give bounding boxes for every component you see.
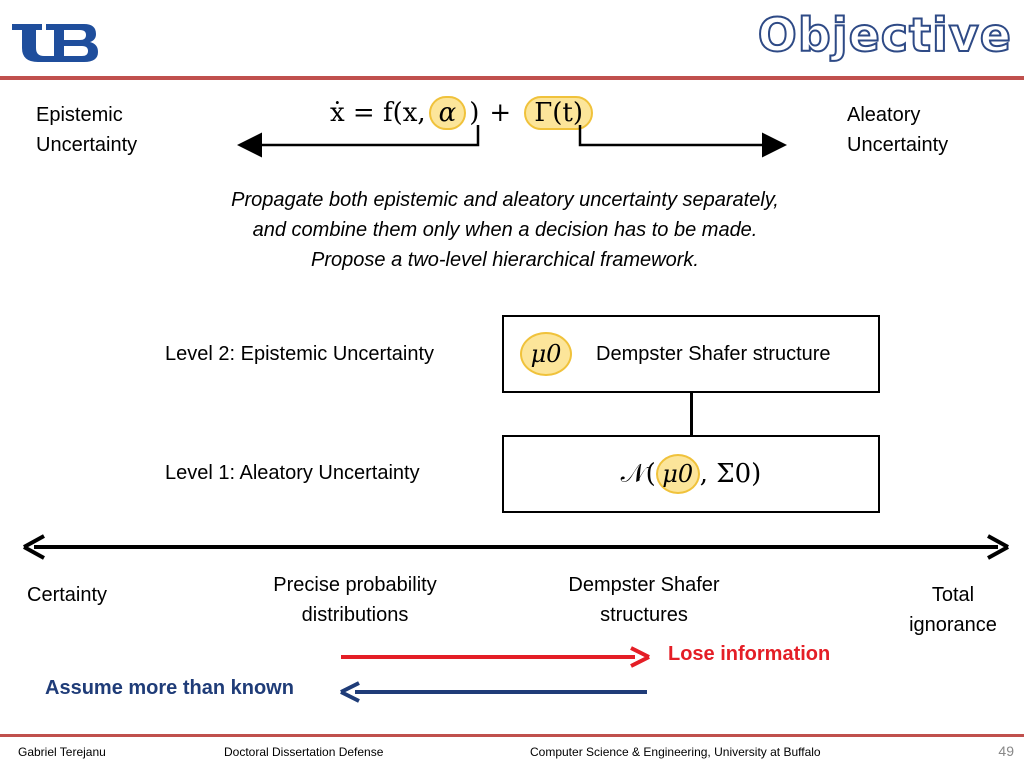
equation-plus: + [489, 98, 512, 128]
dempster-shafer-structure-text: Dempster Shafer structure [596, 343, 831, 365]
information-arrows [340, 646, 650, 703]
footer-event: Doctoral Dissertation Defense [224, 745, 384, 759]
level1-label: Level 1: Aleatory Uncertainty [165, 462, 420, 484]
page-number: 49 [998, 743, 1014, 759]
hierarchy-connector [690, 393, 693, 435]
equation-close-paren: ) [469, 98, 480, 128]
dempster-shafer-label: Dempster Shafer structures [568, 574, 720, 626]
uncertainty-spectrum-axis [23, 534, 1009, 560]
slide-title: Objective [757, 7, 1012, 63]
gamma-highlight: Γ(t) [524, 96, 593, 130]
equation-arrows [237, 125, 787, 158]
footer-divider [0, 734, 1024, 737]
dynamics-equation: ẋ = f(x, α ) + Γ(t) [330, 96, 596, 130]
alpha-highlight: α [428, 96, 467, 130]
mu0-highlight-level1: μ0 [655, 454, 700, 494]
mu0-highlight: μ0 [520, 332, 572, 376]
aleatory-arrow [578, 125, 787, 158]
level2-label: Level 2: Epistemic Uncertainty [165, 343, 435, 365]
total-ignorance-label: Total ignorance [909, 584, 997, 636]
lose-information-text: Lose information [668, 643, 831, 665]
precise-probability-label: Precise probability distributions [273, 574, 437, 626]
level1-box: 𝒩(μ0, Σ0) [502, 435, 880, 513]
objective-statement: Propagate both epistemic and aleatory un… [231, 189, 779, 271]
normal-distribution: 𝒩(μ0, Σ0) [621, 454, 761, 494]
epistemic-arrow [237, 125, 480, 158]
footer-author: Gabriel Terejanu [18, 745, 106, 759]
equation-lhs: ẋ = f(x, [330, 98, 426, 128]
footer-affiliation: Computer Science & Engineering, Universi… [530, 745, 821, 759]
level2-box: μ0 Dempster Shafer structure [502, 315, 880, 393]
certainty-label: Certainty [27, 584, 108, 606]
epistemic-label: Epistemic Uncertainty [36, 104, 138, 156]
header-divider [0, 76, 1024, 80]
aleatory-label: Aleatory Uncertainty [847, 104, 949, 156]
assume-more-text: Assume more than known [45, 677, 294, 699]
ub-logo [12, 24, 98, 62]
